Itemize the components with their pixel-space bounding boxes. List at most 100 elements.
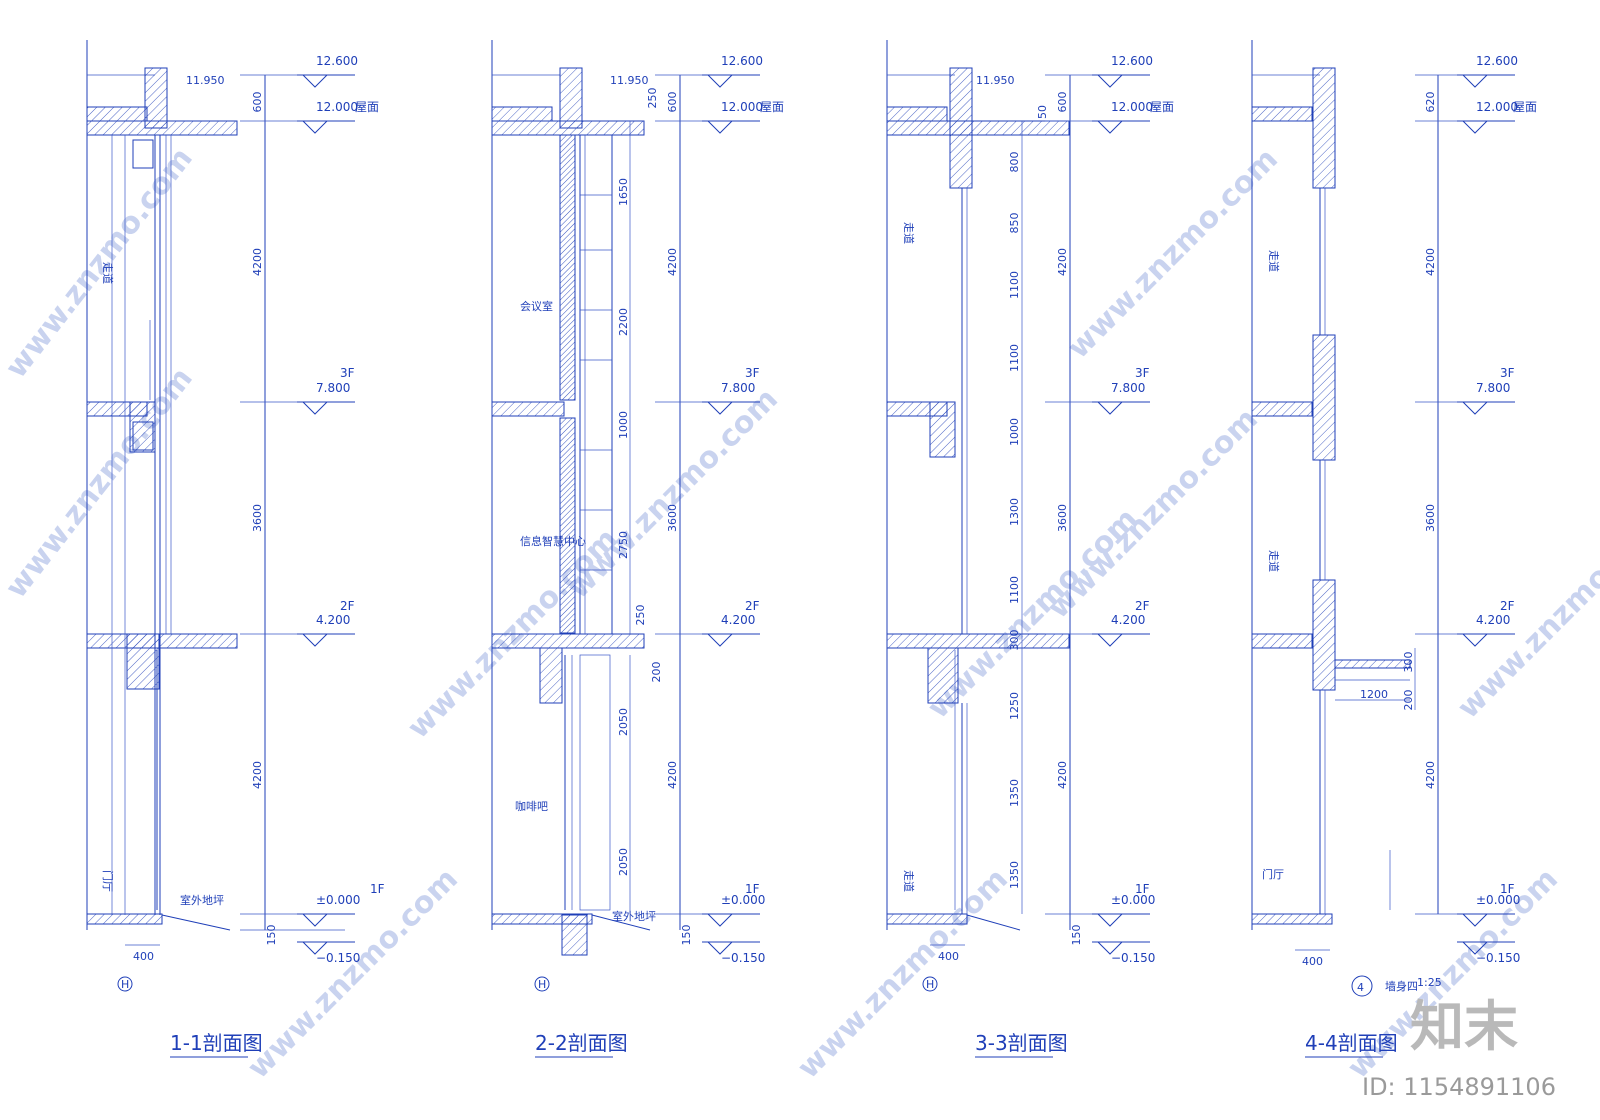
detail-number: 4 <box>1357 981 1364 994</box>
watermark-text: www.znzmo.com <box>1041 402 1265 626</box>
level-label: 屋面 <box>760 100 784 114</box>
dimension-label: 3600 <box>1424 504 1437 532</box>
dimension-label: 4200 <box>1424 761 1437 789</box>
dimension-label: 2750 <box>617 531 630 559</box>
level-value: 7.800 <box>721 381 755 395</box>
level-value: 12.600 <box>1476 54 1518 68</box>
section-title: 3-3剖面图 <box>975 1031 1068 1055</box>
level-value: 7.800 <box>1476 381 1510 395</box>
dimension-label: 3600 <box>1056 504 1069 532</box>
floor-label: 3F <box>1500 366 1515 380</box>
room-label: 走道 <box>1267 250 1281 272</box>
dimension-label: 4200 <box>251 248 264 276</box>
room-label: 会议室 <box>520 299 553 313</box>
level-value: 7.800 <box>1111 381 1145 395</box>
level-value: ±0.000 <box>316 893 360 907</box>
level-value: 12.000 <box>721 100 763 114</box>
section-title: 2-2剖面图 <box>535 1031 628 1055</box>
dimension-label: 620 <box>1424 92 1437 113</box>
level-value: ±0.000 <box>721 893 765 907</box>
room-label: 走道 <box>1267 550 1281 572</box>
level-value: 12.000 <box>1476 100 1518 114</box>
dimension-label: 600 <box>251 92 264 113</box>
dimension-label: 200 <box>650 662 663 683</box>
dimension-label: 1650 <box>617 178 630 206</box>
watermark-text: www.znzmo.com <box>1061 142 1285 366</box>
detail-scale: 1:25 <box>1417 976 1442 989</box>
dimension-label: 1000 <box>1008 418 1021 446</box>
section-3-3: 800 850 1100 1100 1000 1300 1100 300 125… <box>886 40 1174 1058</box>
dimension-label: 400 <box>133 950 154 963</box>
dimension-label: 1200 <box>1360 688 1388 701</box>
dimension-label: 4200 <box>1424 248 1437 276</box>
axis-label: H <box>926 978 934 991</box>
section-title: 4-4剖面图 <box>1305 1031 1398 1055</box>
room-label: 走道 <box>902 870 916 892</box>
floor-label: 1F <box>745 882 760 896</box>
level-value: 12.600 <box>1111 54 1153 68</box>
room-label: 走道 <box>101 262 115 284</box>
watermark-text: www.znzmo.com <box>0 141 200 385</box>
dimension-label: 400 <box>938 950 959 963</box>
axis-label: H <box>121 978 129 991</box>
section-title: 1-1剖面图 <box>170 1031 263 1055</box>
brand-logo-text: 知末 <box>1410 995 1518 1058</box>
dimension-label: 3600 <box>666 504 679 532</box>
ground-label: 室外地坪 <box>612 909 656 923</box>
floor-label: 2F <box>1500 599 1515 613</box>
dimension-label: 600 <box>1056 92 1069 113</box>
dimension-label: 2200 <box>617 308 630 336</box>
room-label: 门厅 <box>1262 867 1284 881</box>
dimension-label: 1000 <box>617 411 630 439</box>
floor-label: 3F <box>1135 366 1150 380</box>
level-value: 12.600 <box>316 54 358 68</box>
level-value: 4.200 <box>1111 613 1145 627</box>
dimension-label: 1100 <box>1008 271 1021 299</box>
level-value: −0.150 <box>721 951 765 965</box>
dimension-label: 4200 <box>666 248 679 276</box>
level-value: −0.150 <box>316 951 360 965</box>
detail-label: 墙身四 <box>1385 979 1418 993</box>
level-value: 4.200 <box>316 613 350 627</box>
level-label: 屋面 <box>1150 100 1174 114</box>
dimension-label: 250 <box>646 88 659 109</box>
room-label: 咖啡吧 <box>515 799 548 813</box>
spot-level: 11.950 <box>610 74 649 87</box>
dimension-label: 150 <box>680 925 693 946</box>
ground-label: 室外地坪 <box>180 893 224 907</box>
spot-level: 11.950 <box>976 74 1015 87</box>
floor-label: 2F <box>1135 599 1150 613</box>
brand-mark: 知末 ID: 1154891106 <box>1362 995 1556 1101</box>
dimension-label: 4200 <box>251 761 264 789</box>
dimension-label: 1350 <box>1008 779 1021 807</box>
room-label: 走道 <box>902 222 916 244</box>
dimension-label: 50 <box>1036 105 1049 119</box>
level-value: −0.150 <box>1476 951 1520 965</box>
floor-label: 1F <box>1135 882 1150 896</box>
section-4-4: 300 200 1200 620 4200 3600 4200 12.600 1… <box>1251 40 1537 1058</box>
dimension-label: 800 <box>1008 152 1021 173</box>
dimension-label: 1350 <box>1008 861 1021 889</box>
floor-label: 1F <box>370 882 385 896</box>
floor-label: 2F <box>745 599 760 613</box>
floor-label: 2F <box>340 599 355 613</box>
dimension-label: 4200 <box>1056 248 1069 276</box>
dimension-label: 4200 <box>666 761 679 789</box>
dimension-label: 250 <box>634 605 647 626</box>
room-label: 门厅 <box>101 870 115 892</box>
level-value: 4.200 <box>1476 613 1510 627</box>
level-value: 4.200 <box>721 613 755 627</box>
level-value: ±0.000 <box>1111 893 1155 907</box>
room-label: 信息智慧中心 <box>520 534 586 548</box>
level-value: ±0.000 <box>1476 893 1520 907</box>
floor-label: 3F <box>340 366 355 380</box>
dimension-label: 600 <box>666 92 679 113</box>
dimension-label: 150 <box>1070 925 1083 946</box>
image-id-text: ID: 1154891106 <box>1362 1073 1556 1101</box>
level-value: 12.000 <box>1111 100 1153 114</box>
watermark-text: www.znzmo.com <box>561 382 785 606</box>
watermark-text: www.znzmo.com <box>1451 502 1600 726</box>
dimension-label: 3600 <box>251 504 264 532</box>
dimension-label: 400 <box>1302 955 1323 968</box>
